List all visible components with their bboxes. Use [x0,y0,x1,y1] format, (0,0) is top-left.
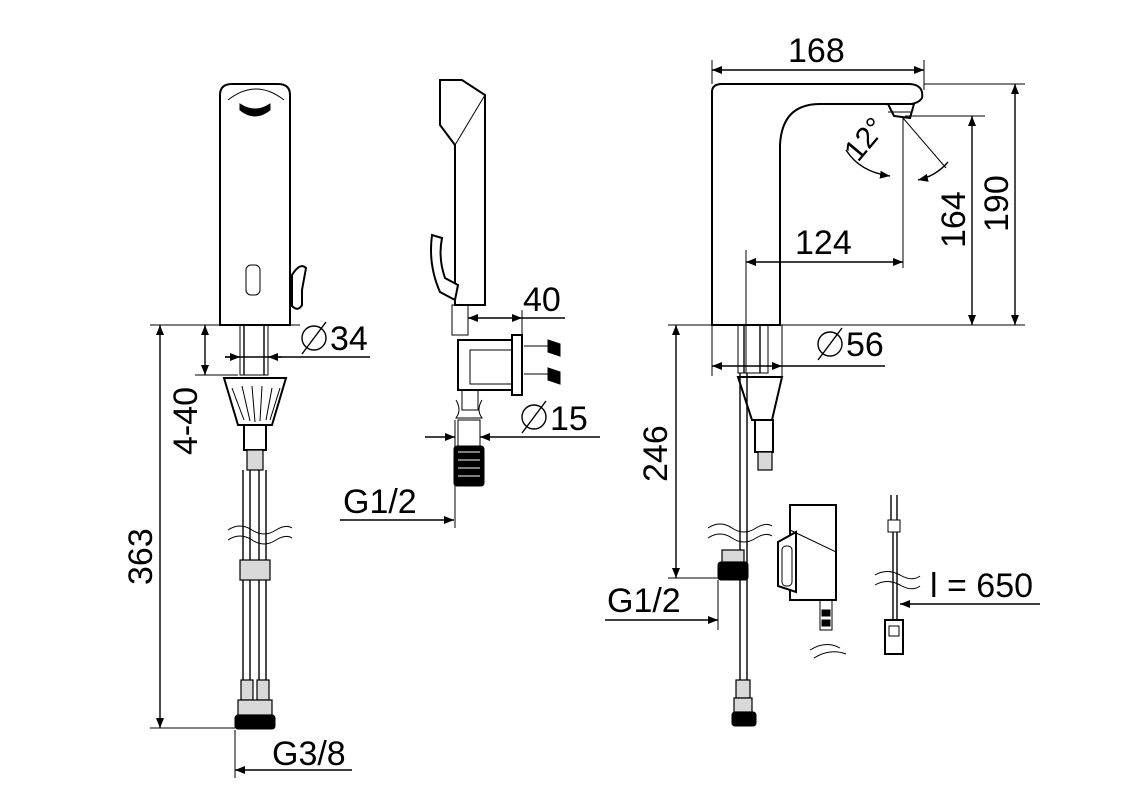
sensor-window [245,264,261,296]
side-view: 40 15 G1/2 [340,79,600,528]
diameter-56-callout: 56 [817,326,884,364]
side-lever-handle [430,233,460,302]
label-4-40: 4-40 [167,387,205,455]
label-cable-length: l = 650 [930,567,1033,605]
label-168: 168 [788,32,845,70]
diameter-symbol-icon [301,325,327,351]
control-box [777,504,847,659]
label-g1-2-left: G1/2 [343,483,417,521]
label-40: 40 [523,281,561,319]
diameter-34-callout: 34 [301,320,368,358]
lever-handle [291,265,308,310]
diameter-15-callout: 15 [521,400,588,438]
diameter-symbol-icon [521,404,547,430]
label-g1-2-right: G1/2 [607,582,681,620]
label-363: 363 [122,528,160,585]
label-dia-56: 56 [846,326,884,364]
profile-view: 168 190 164 12° 124 56 246 [605,32,1040,727]
label-dia-34: 34 [330,320,368,358]
label-164: 164 [935,191,973,248]
diameter-symbol-icon [817,331,843,357]
label-246: 246 [637,425,675,482]
sensor-cable [874,495,921,655]
label-angle-12: 12° [838,112,892,168]
label-190: 190 [978,175,1016,232]
label-124: 124 [795,224,852,262]
front-view: 363 4-40 34 G3/8 [122,83,370,778]
label-dia-15: 15 [550,400,588,438]
label-g3-8: G3/8 [272,735,346,773]
